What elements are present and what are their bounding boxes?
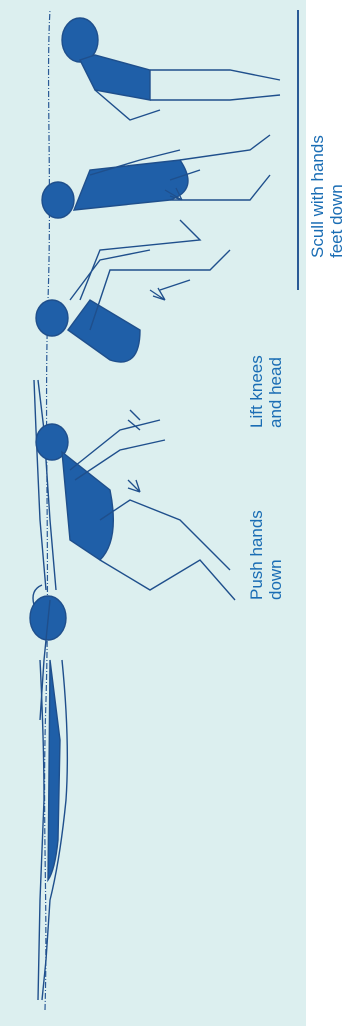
caption-scull-line2: feet down <box>327 135 346 258</box>
caption-push-hands: Push hands down <box>247 510 285 600</box>
caption-lift-knees: Lift knees and head <box>247 355 285 428</box>
caption-scull-line1: Scull with hands <box>308 135 327 258</box>
caption-lift-line1: Lift knees <box>247 355 266 428</box>
caption-push-line2: down <box>266 510 285 600</box>
caption-lift-line2: and head <box>266 355 285 428</box>
caption-scull-hands: Scull with hands feet down <box>308 135 346 258</box>
caption-push-line1: Push hands <box>247 510 266 600</box>
